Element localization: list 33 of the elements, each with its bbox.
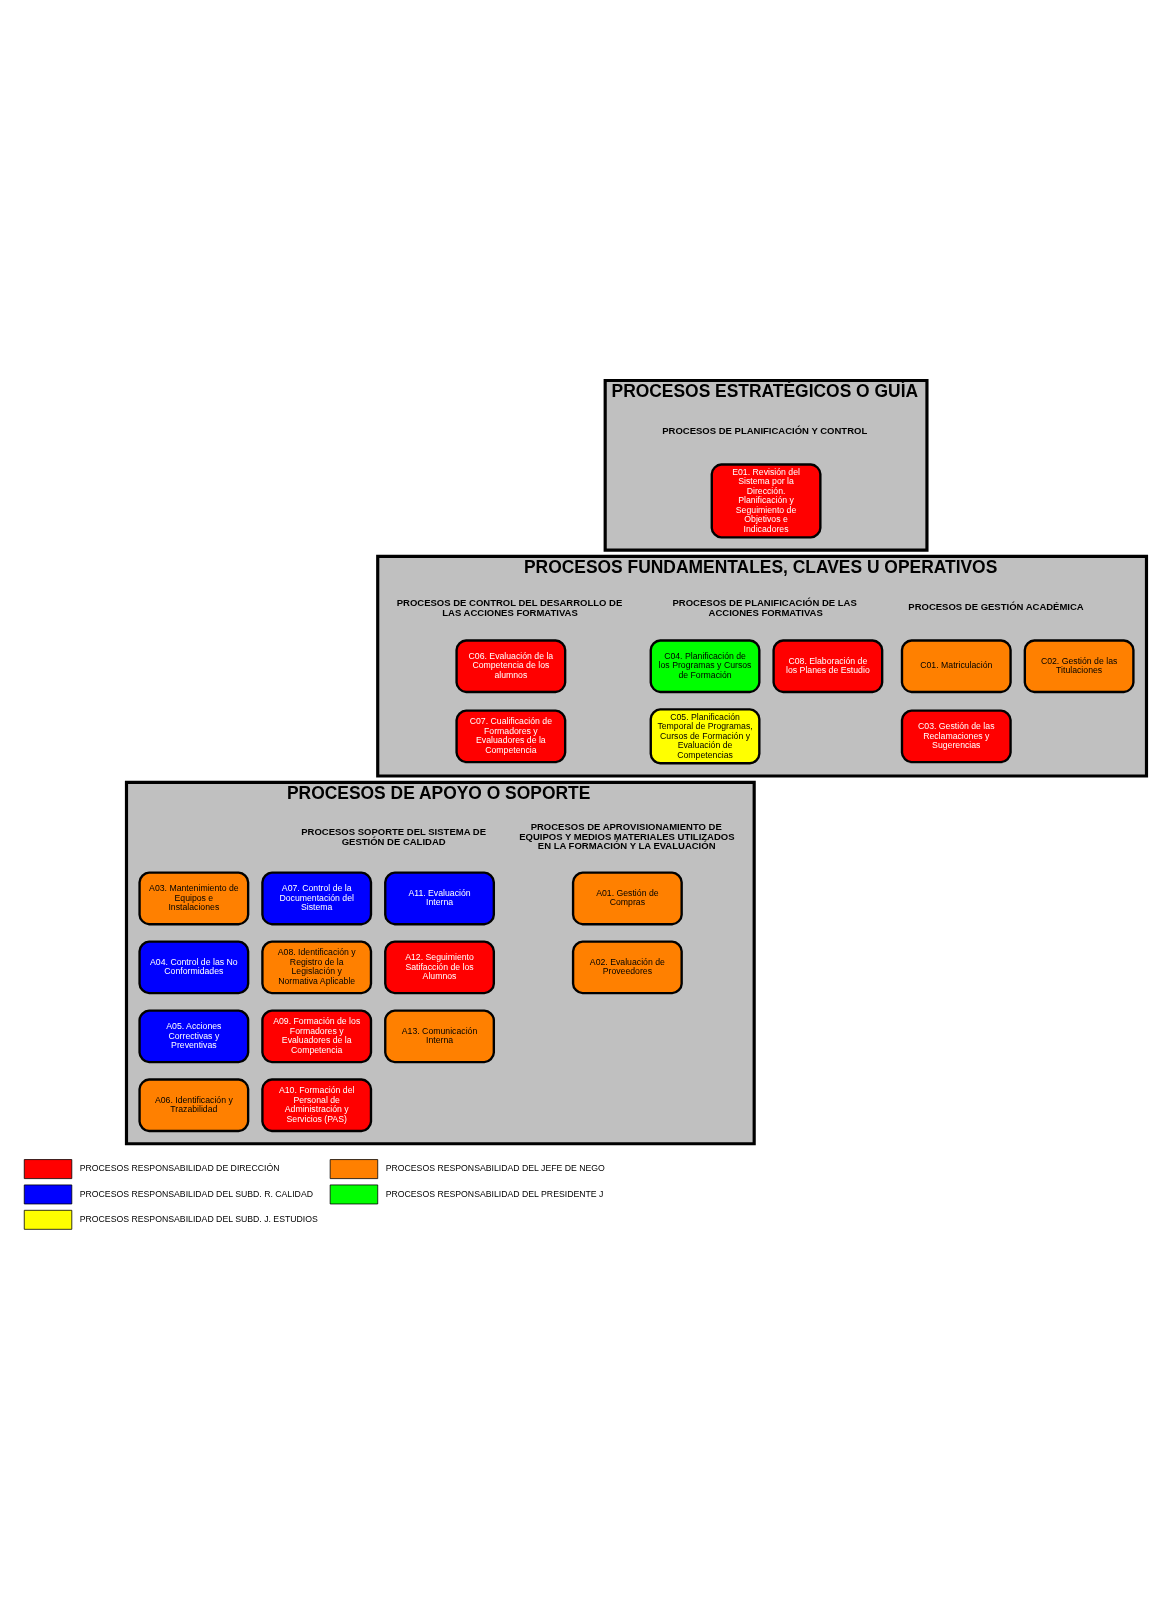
node-box: C08. Elaboración de los Planes de Estudio [772,638,884,693]
node-box: A04. Control de las No Conformidades [138,939,250,994]
node-box: E01. Revisión del Sistema por la Dirección. Planificación y Seguimiento de Objetivos e Indicadores [710,462,822,539]
legend-label: PROCESOS RESPONSABILIDAD DE DIRECCIÓN [79,1162,280,1173]
node-box: A07. Control de la Documentación del Sistema [261,871,373,925]
node-box: A09. Formación de los Formadores y Evaluadores de la Competencia [261,1008,373,1063]
legend-label: PROCESOS RESPONSABILIDAD DEL SUBD. J. ESTUDIOS [79,1213,318,1224]
node-box: A13. Comunicación Interna [384,1008,495,1063]
label: PROCESOS SOPORTE DEL SISTEMA DE GESTIÓN DE CALIDAD [301,825,487,847]
node-box: A02. Evaluación de Proveedores [571,939,683,994]
node-box: C04. Planificación de los Programas y Cursos de Formación [649,638,761,693]
legend-label: PROCESOS RESPONSABILIDAD DEL SUBD. R. CALIDAD [79,1188,314,1199]
node-box: A08. Identificación y Registro de la Legislación y Normativa Aplicable [261,939,373,994]
label: PROCESOS DE APROVISIONAMIENTO DE EQUIPOS Y MEDIOS MATERIALES UTILIZADOS EN LA FORMACIÓN Y LA EVALUACIÓN [519,820,735,851]
label: PROCESOS DE CONTROL DEL DESARROLLO DE LAS ACCIONES FORMATIVAS [396,596,623,618]
label: PROCESOS DE GESTIÓN ACADÉMICA [908,600,1084,612]
node-box: C06. Evaluación de la Competencia de los alumnos [455,638,567,693]
node-box: C03. Gestión de las Reclamaciones y Sugerencias [900,708,1012,763]
label: PROCESOS DE PLANIFICACIÓN Y CONTROL [662,424,868,436]
node-box: A05. Acciones Correctivas y Preventivas [138,1008,250,1063]
node-box: A06. Identificación y Trazabilidad [138,1077,250,1132]
node-box: C01. Matriculación [900,638,1012,693]
node-box: A01. Gestión de Compras [571,871,683,925]
node-box: C02. Gestión de las Titulaciones [1023,638,1135,693]
label: PROCESOS DE PLANIFICACIÓN DE LAS ACCIONES FORMATIVAS [672,596,857,618]
node-box: C07. Cualificación de Formadores y Evaluadores de la Competencia [455,708,567,763]
legend-label: PROCESOS RESPONSABILIDAD DEL JEFE DE NEGO [385,1162,605,1173]
legend-label: PROCESOS RESPONSABILIDAD DEL PRESIDENTE J [385,1188,604,1199]
node-box: A10. Formación del Personal de Administración y Servicios (PAS) [261,1077,373,1132]
node-box: C05. Planificación Temporal de Programas, Cursos de Formación y Evaluación de Competencias [649,707,761,764]
node-box: A03. Mantenimiento de Equipos e Instalaciones [138,871,250,925]
node-box: A12. Seguimiento Satifacción de los Alumnos [384,939,495,994]
node-box: A11. Evaluación Interna [384,871,495,925]
